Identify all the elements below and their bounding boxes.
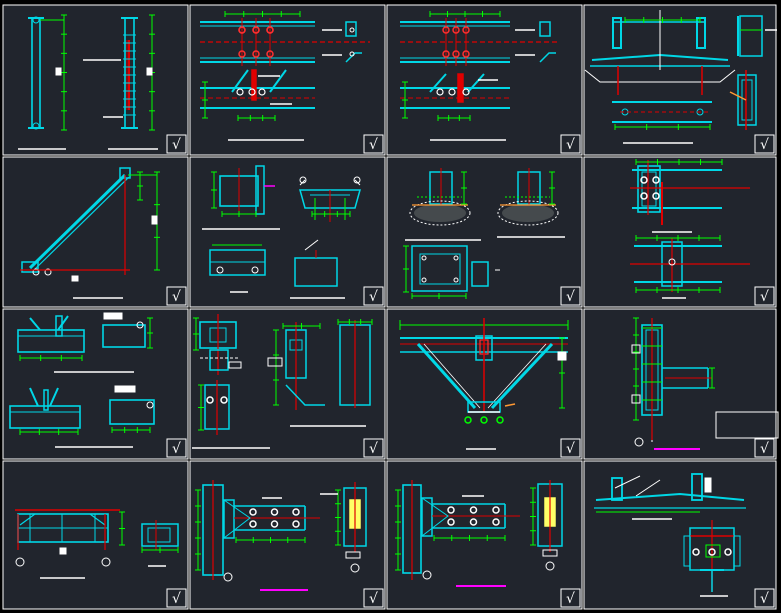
check-mark: √	[566, 441, 575, 457]
detail-d2-2	[202, 165, 361, 299]
detail-panel-d1-2: √	[189, 4, 386, 156]
detail-d4-2	[195, 480, 367, 591]
check-mark: √	[760, 591, 769, 607]
detail-d1-3	[400, 11, 560, 141]
detail-panel-d2-2: √	[189, 156, 386, 308]
check-mark: √	[566, 591, 575, 607]
check-mark: √	[369, 137, 378, 153]
detail-panel-d1-1: √	[2, 4, 189, 156]
detail-d3-4	[631, 317, 779, 450]
detail-d3-3	[399, 318, 569, 450]
detail-panel-d4-2: √	[189, 460, 386, 610]
check-mark: √	[172, 289, 181, 305]
detail-panel-d3-4: √	[583, 308, 777, 460]
check-mark: √	[172, 441, 181, 457]
detail-panel-d2-3: √	[386, 156, 583, 308]
detail-d2-1	[20, 167, 160, 299]
check-mark: √	[760, 289, 769, 305]
detail-d2-4	[630, 159, 750, 299]
check-mark: √	[369, 289, 378, 305]
check-mark: √	[172, 591, 181, 607]
detail-d4-4	[594, 473, 746, 597]
check-mark: √	[760, 137, 769, 153]
check-mark: √	[566, 289, 575, 305]
detail-d3-2	[192, 314, 373, 449]
check-mark: √	[566, 137, 575, 153]
detail-d2-3	[403, 168, 565, 299]
detail-panel-d2-1: √	[2, 156, 189, 308]
detail-d1-1	[18, 14, 158, 150]
check-mark: √	[369, 441, 378, 457]
detail-d4-3	[395, 480, 563, 587]
detail-panel-d3-1: √	[2, 308, 189, 460]
check-mark: √	[369, 591, 378, 607]
detail-panel-d4-4: √	[583, 460, 777, 610]
detail-d1-2	[200, 11, 370, 141]
detail-d4-1	[15, 509, 179, 579]
detail-d1-4	[584, 10, 777, 144]
check-mark: √	[760, 441, 769, 457]
detail-panel-d3-2: √	[189, 308, 386, 460]
detail-d3-1	[9, 312, 155, 448]
check-mark: √	[172, 137, 181, 153]
